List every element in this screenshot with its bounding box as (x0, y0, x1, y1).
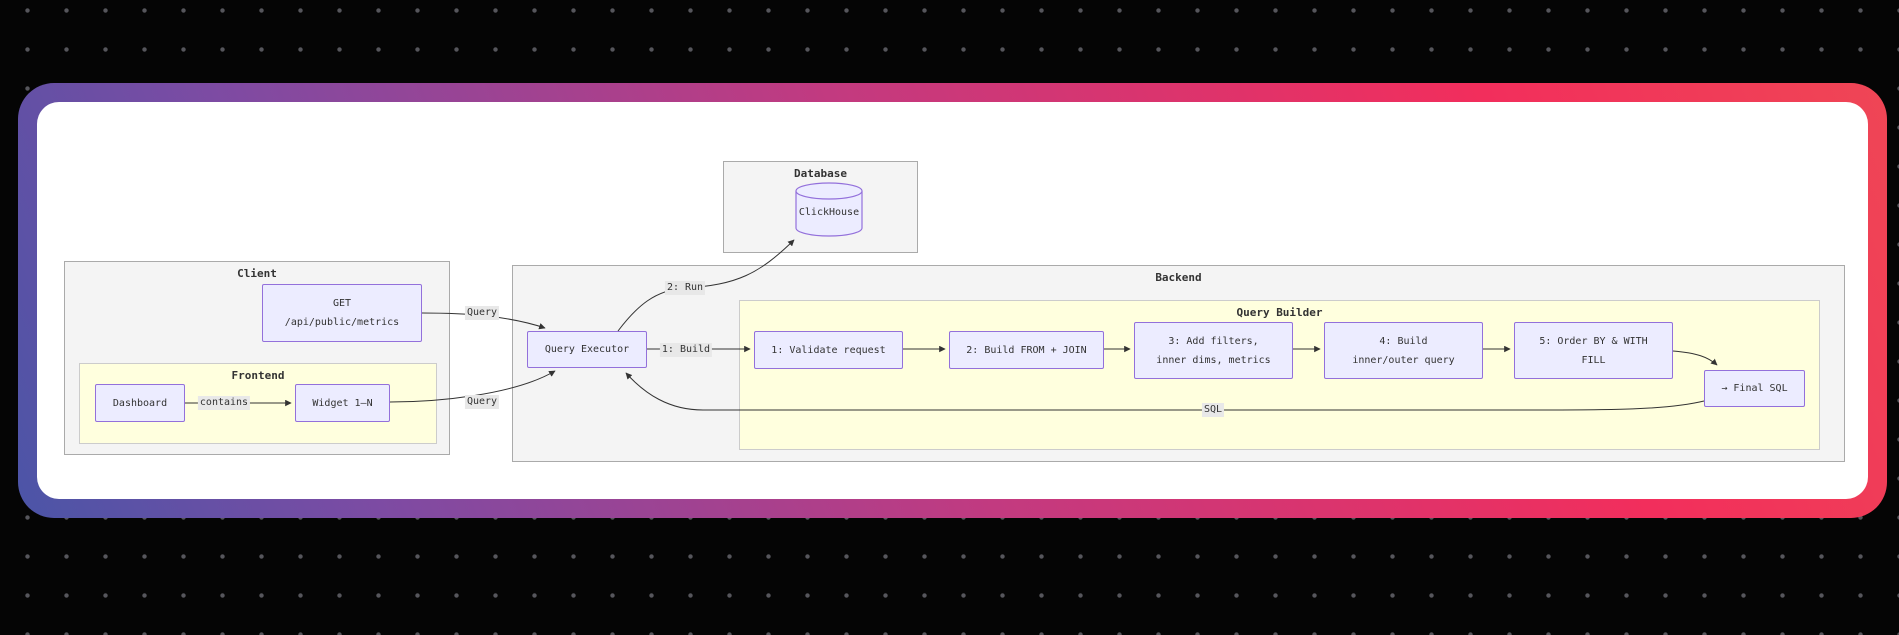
node-final-sql: → Final SQL (1704, 370, 1805, 407)
node-widget: Widget 1–N (295, 384, 390, 422)
cluster-frontend-label: Frontend (231, 369, 285, 382)
node-query-executor: Query Executor (527, 331, 647, 368)
node-dashboard-label: Dashboard (112, 397, 168, 409)
node-add-filters: 3: Add filters, inner dims, metrics (1134, 322, 1293, 379)
node-order-by-fill-line1: 5: Order BY & WITH (1539, 335, 1648, 347)
node-clickhouse: ClickHouse (795, 182, 863, 237)
edge-label-sql: SQL (1201, 403, 1225, 417)
node-get-endpoint: GET /api/public/metrics (262, 284, 422, 342)
node-get-line1: GET (332, 298, 352, 309)
cluster-backend-label: Backend (1155, 271, 1202, 284)
cluster-client-label: Client (237, 267, 277, 280)
cluster-query-builder-label: Query Builder (1236, 306, 1323, 319)
gradient-border-frame: Database Client Frontend Backend Query B… (18, 83, 1887, 518)
node-add-filters-line1: 3: Add filters, (1168, 335, 1259, 347)
cluster-database-label: Database (794, 167, 847, 180)
node-order-by-fill-line2: FILL (1581, 354, 1606, 366)
node-validate-request-label: 1: Validate request (771, 344, 886, 356)
node-clickhouse-label: ClickHouse (798, 207, 860, 218)
node-get-line2: /api/public/metrics (284, 317, 400, 328)
node-build-inner-outer: 4: Build inner/outer query (1324, 322, 1483, 379)
node-build-inner-outer-line2: inner/outer query (1352, 354, 1455, 366)
node-widget-label: Widget 1–N (312, 397, 373, 409)
edge-label-query-top: Query (464, 306, 500, 320)
node-add-filters-line2: inner dims, metrics (1156, 354, 1271, 366)
node-dashboard: Dashboard (95, 384, 185, 422)
node-build-inner-outer-line1: 4: Build (1379, 335, 1428, 347)
node-build-from-join-label: 2: Build FROM + JOIN (966, 344, 1087, 356)
node-order-by-fill: 5: Order BY & WITH FILL (1514, 322, 1673, 379)
node-validate-request: 1: Validate request (754, 331, 903, 369)
edge-label-build: 1: Build (659, 343, 713, 357)
node-query-executor-label: Query Executor (544, 344, 630, 355)
cluster-database: Database (723, 161, 918, 253)
edge-label-query-bottom: Query (464, 395, 500, 409)
node-build-from-join: 2: Build FROM + JOIN (949, 331, 1104, 369)
node-final-sql-label: → Final SQL (1721, 383, 1788, 394)
diagram-card: Database Client Frontend Backend Query B… (37, 102, 1868, 499)
database-cylinder-icon (795, 182, 863, 237)
edge-label-contains: contains (197, 396, 251, 410)
edge-label-run: 2: Run (664, 281, 706, 295)
